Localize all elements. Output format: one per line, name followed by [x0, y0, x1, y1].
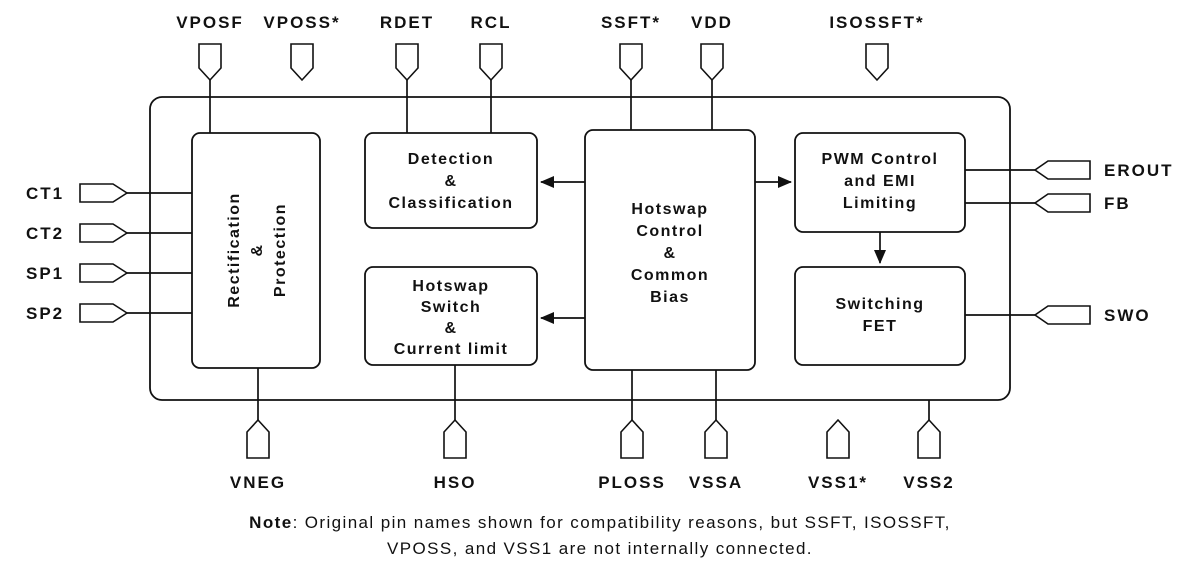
- pin-sp1-icon: [79, 263, 129, 283]
- pin-vss2-label: VSS2: [903, 473, 954, 492]
- pin-rcl-icon: [479, 43, 503, 82]
- pin-ct2-icon: [79, 223, 129, 243]
- pin-vss1-label: VSS1*: [808, 473, 868, 492]
- block-hotswap-switch: Hotswap Switch & Current limit: [364, 266, 538, 366]
- pin-ploss-icon: [620, 418, 644, 459]
- pin-fb-label: FB: [1104, 194, 1131, 213]
- block-rectification-protection: Rectification & Protection: [191, 132, 321, 369]
- pin-ssft-icon: [619, 43, 643, 82]
- block-rectification-line: Rectification: [226, 192, 243, 308]
- pin-erout-icon: [1033, 160, 1091, 180]
- block-hotswap-switch-line: Current limit: [394, 341, 509, 358]
- pin-sp2-label: SP2: [26, 304, 64, 323]
- pin-vssa-label: VSSA: [689, 473, 743, 492]
- pin-swo-label: SWO: [1104, 306, 1151, 325]
- block-pwm-control-box: [794, 132, 966, 233]
- block-switching-fet-line: Switching: [835, 296, 924, 313]
- pin-ct2-label: CT2: [26, 224, 64, 243]
- pins-left: CT1 CT2 SP1 SP2: [26, 183, 129, 323]
- note-line1: : Original pin names shown for compatibi…: [292, 513, 951, 532]
- pin-isossft-icon: [865, 43, 889, 82]
- block-hotswap-switch-line: Hotswap: [412, 278, 489, 295]
- pin-ssft-label: SSFT*: [601, 13, 661, 32]
- pin-hso-icon: [443, 418, 467, 459]
- note-label: Note: [249, 513, 293, 532]
- pin-vposs-label: VPOSS*: [263, 13, 340, 32]
- block-detection-line: Detection: [408, 151, 494, 168]
- pins-bottom: VNEG HSO PLOSS VSSA VSS1* VSS2: [230, 418, 954, 492]
- pins-right: EROUT FB SWO: [1033, 160, 1174, 325]
- pin-vss2-icon: [917, 418, 941, 459]
- pin-ploss-label: PLOSS: [598, 473, 666, 492]
- block-rectification-line: Protection: [272, 203, 289, 297]
- pin-erout-label: EROUT: [1104, 161, 1174, 180]
- block-hotswap-control-line: Bias: [650, 289, 690, 306]
- block-rectification-line: &: [249, 243, 266, 256]
- pin-vneg-label: VNEG: [230, 473, 286, 492]
- pin-rdet-label: RDET: [380, 13, 434, 32]
- pin-vposs-icon: [290, 43, 314, 82]
- block-switching-fet-line: FET: [863, 318, 898, 335]
- pin-vss1-icon: [826, 418, 850, 459]
- pin-isossft-label: ISOSSFT*: [829, 13, 924, 32]
- pin-ct1-icon: [79, 183, 129, 203]
- pins-top: VPOSF VPOSS* RDET RCL SSFT* VDD ISOSSFT*: [176, 13, 924, 82]
- block-detection-classification-box: [364, 132, 538, 229]
- pin-fb-icon: [1033, 193, 1091, 213]
- pin-swo-icon: [1033, 305, 1091, 325]
- block-hotswap-control-box: [584, 129, 756, 371]
- pin-hso-label: HSO: [434, 473, 477, 492]
- pin-ct1-label: CT1: [26, 184, 64, 203]
- pin-vssa-icon: [704, 418, 728, 459]
- pin-sp1-label: SP1: [26, 264, 64, 283]
- pin-vdd-icon: [700, 43, 724, 82]
- pin-vposf-icon: [198, 43, 222, 82]
- pin-vneg-icon: [246, 418, 270, 459]
- block-detection-classification: Detection & Classification: [364, 132, 538, 229]
- pin-sp2-icon: [79, 303, 129, 323]
- block-hotswap-switch-line: Switch: [421, 299, 482, 316]
- note-line2: VPOSS, and VSS1 are not internally conne…: [387, 539, 813, 558]
- block-detection-line: Classification: [388, 195, 513, 212]
- block-hotswap-control-line: Hotswap: [631, 201, 708, 218]
- block-pwm-line: PWM Control: [822, 151, 939, 168]
- block-hotswap-control-line: &: [663, 245, 676, 262]
- pin-rcl-label: RCL: [471, 13, 512, 32]
- block-switching-fet: Switching FET: [794, 266, 966, 366]
- note: Note: Original pin names shown for compa…: [0, 510, 1200, 562]
- block-switching-fet-box: [794, 266, 966, 366]
- pin-vposf-label: VPOSF: [176, 13, 244, 32]
- block-hotswap-switch-box: [364, 266, 538, 366]
- block-hotswap-switch-line: &: [444, 320, 457, 337]
- block-detection-line: &: [444, 173, 457, 190]
- chip-boundary: [149, 96, 1011, 401]
- block-pwm-line: and EMI: [844, 173, 916, 190]
- block-rectification-protection-box: [191, 132, 321, 369]
- pin-vdd-label: VDD: [691, 13, 733, 32]
- block-hotswap-control-line: Common: [631, 267, 709, 284]
- block-pwm-line: Limiting: [843, 195, 917, 212]
- pin-rdet-icon: [395, 43, 419, 82]
- block-hotswap-control: Hotswap Control & Common Bias: [584, 129, 756, 371]
- block-hotswap-control-line: Control: [636, 223, 703, 240]
- block-pwm-control: PWM Control and EMI Limiting: [794, 132, 966, 233]
